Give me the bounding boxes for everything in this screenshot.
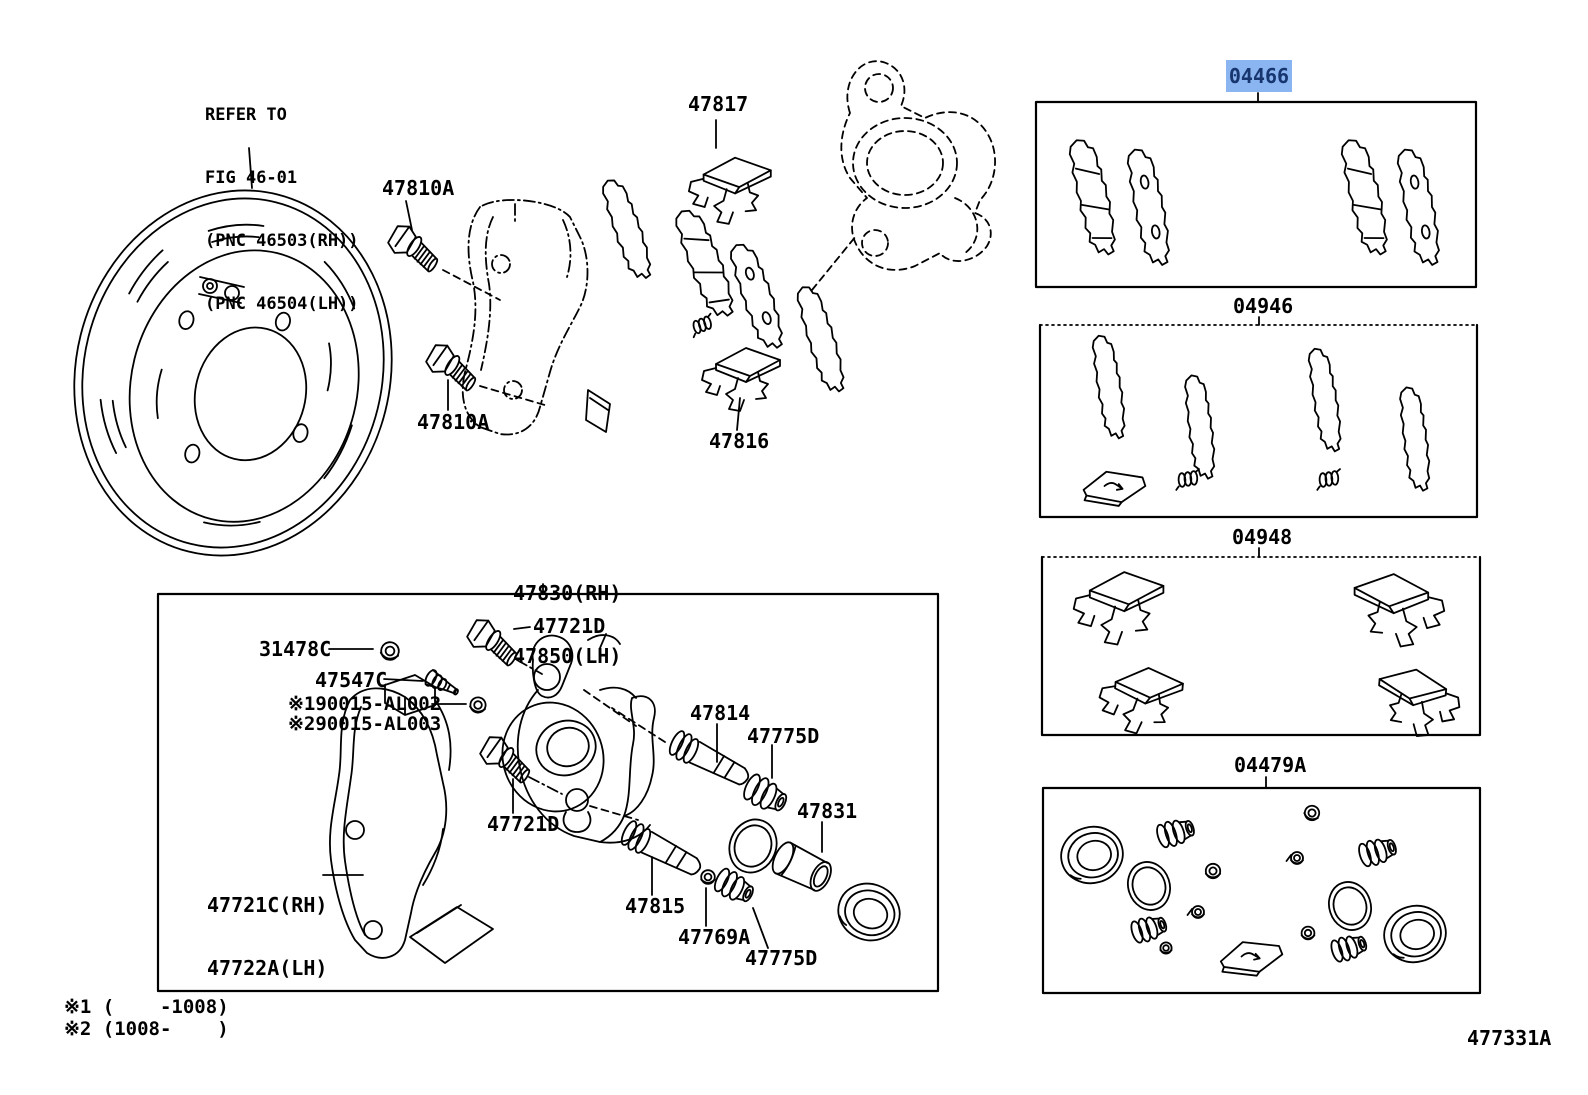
- drawing-caliper-body: [487, 634, 655, 843]
- drawing-shim-left: [598, 174, 658, 284]
- caliper-assembly-box: [158, 594, 938, 991]
- callout-31478c[interactable]: 31478C: [259, 637, 332, 661]
- callout-90015-al002[interactable]: ※190015-AL002: [288, 693, 442, 715]
- drawing-fitting-kit-47816: [701, 347, 781, 412]
- drawing-shim-right: [792, 281, 851, 397]
- kit-box-04948: [1042, 557, 1480, 735]
- callout-47831[interactable]: 47831: [797, 799, 858, 823]
- callout-04466-selected[interactable]: 04466: [1226, 60, 1292, 92]
- assembly-line-pads: [812, 236, 856, 290]
- assembly-line-47810a-top: [443, 270, 500, 300]
- drawing-bolt-47810a-top: [383, 220, 447, 277]
- kit-box-04466: [1036, 102, 1476, 287]
- drawing-pad-outer: [726, 239, 788, 353]
- drawing-04479a-seal-kit: [1053, 802, 1454, 979]
- assembly-line-47814: [612, 708, 665, 742]
- callout-47775d-top[interactable]: 47775D: [747, 724, 820, 748]
- drawing-caliper-ghost: [841, 61, 995, 270]
- drawing-pad-sliver: [586, 390, 610, 432]
- kit-box-04479a: [1043, 788, 1480, 993]
- drawing-torque-plate: [330, 675, 493, 963]
- drawing-rear-bracket-ghost: [463, 200, 588, 435]
- drawing-04466-pads: [1066, 136, 1444, 268]
- callout-47721c-47722a[interactable]: 47721C(RH) 47722A(LH): [207, 853, 327, 1000]
- callout-47769a[interactable]: 47769A: [678, 925, 751, 949]
- callout-04946[interactable]: 04946: [1233, 294, 1294, 318]
- callout-04948[interactable]: 04948: [1232, 525, 1293, 549]
- callout-47816[interactable]: 47816: [709, 429, 770, 453]
- drawing-cap-31478c: [378, 639, 402, 663]
- callout-47815[interactable]: 47815: [625, 894, 686, 918]
- refer-note-line3: (PNC 46503(RH)): [205, 231, 359, 251]
- drawing-backing-plate: [36, 156, 430, 589]
- refer-note-line2: FIG 46-01: [205, 168, 298, 188]
- assembly-line-47721d-top: [517, 660, 542, 674]
- drawing-04946-shim-kit: [1082, 332, 1434, 507]
- callout-47775d-bottom[interactable]: 47775D: [745, 946, 818, 970]
- refer-note-line1: REFER TO: [205, 105, 287, 125]
- refer-note: REFER TO FIG 46-01 (PNC 46503(RH)) (PNC …: [205, 63, 359, 336]
- callout-47810a-bottom[interactable]: 47810A: [417, 410, 490, 434]
- drawing-fitting-kit-47817: [687, 156, 772, 225]
- callout-47850lh[interactable]: 47850(LH): [513, 644, 622, 668]
- leader-lines: [249, 93, 1266, 948]
- figure-code: 477331A: [1467, 1026, 1552, 1050]
- callout-47721d-top[interactable]: 47721D: [533, 614, 606, 638]
- callout-47817[interactable]: 47817: [688, 92, 749, 116]
- callout-47722alh[interactable]: 47722A(LH): [207, 956, 328, 980]
- callout-04479a[interactable]: 04479A: [1234, 753, 1307, 777]
- drawing-piston-47831: [767, 838, 837, 897]
- callout-47547c[interactable]: 47547C: [315, 668, 388, 692]
- callout-47721crh[interactable]: 47721C(RH): [207, 893, 328, 917]
- callout-47721d-bottom[interactable]: 47721D: [487, 812, 560, 836]
- drawing-pad-spring: [685, 311, 718, 340]
- callout-47810a-top[interactable]: 47810A: [382, 176, 455, 200]
- callout-47814[interactable]: 47814: [690, 701, 751, 725]
- assembly-line-47721d-bottom: [529, 777, 562, 794]
- drawing-cap-47769a: [700, 869, 716, 885]
- footnote-1: ※1 ( -1008): [64, 996, 229, 1018]
- refer-note-line4: (PNC 46504(LH)): [205, 294, 359, 314]
- callout-90015-al003[interactable]: ※290015-AL003: [288, 713, 442, 735]
- drawing-pin-47815: [617, 817, 707, 882]
- drawing-cable-bracket: [199, 277, 244, 303]
- callout-47830-47850[interactable]: 47830(RH) 47850(LH): [513, 541, 621, 688]
- assembly-line-47810a-bottom: [480, 386, 548, 406]
- drawing-04948-fitting-kit: [1072, 571, 1464, 741]
- drawing-pin-47814: [665, 727, 755, 792]
- drawing-bolt-47810a-bottom: [421, 339, 485, 396]
- drawing-piston-seal: [720, 811, 786, 881]
- callout-47830rh[interactable]: 47830(RH): [513, 581, 622, 605]
- drawing-cylinder-boot: [829, 874, 909, 950]
- drawing-bleeder-cap: [468, 695, 488, 715]
- footnote-2: ※2 (1008- ): [64, 1018, 229, 1040]
